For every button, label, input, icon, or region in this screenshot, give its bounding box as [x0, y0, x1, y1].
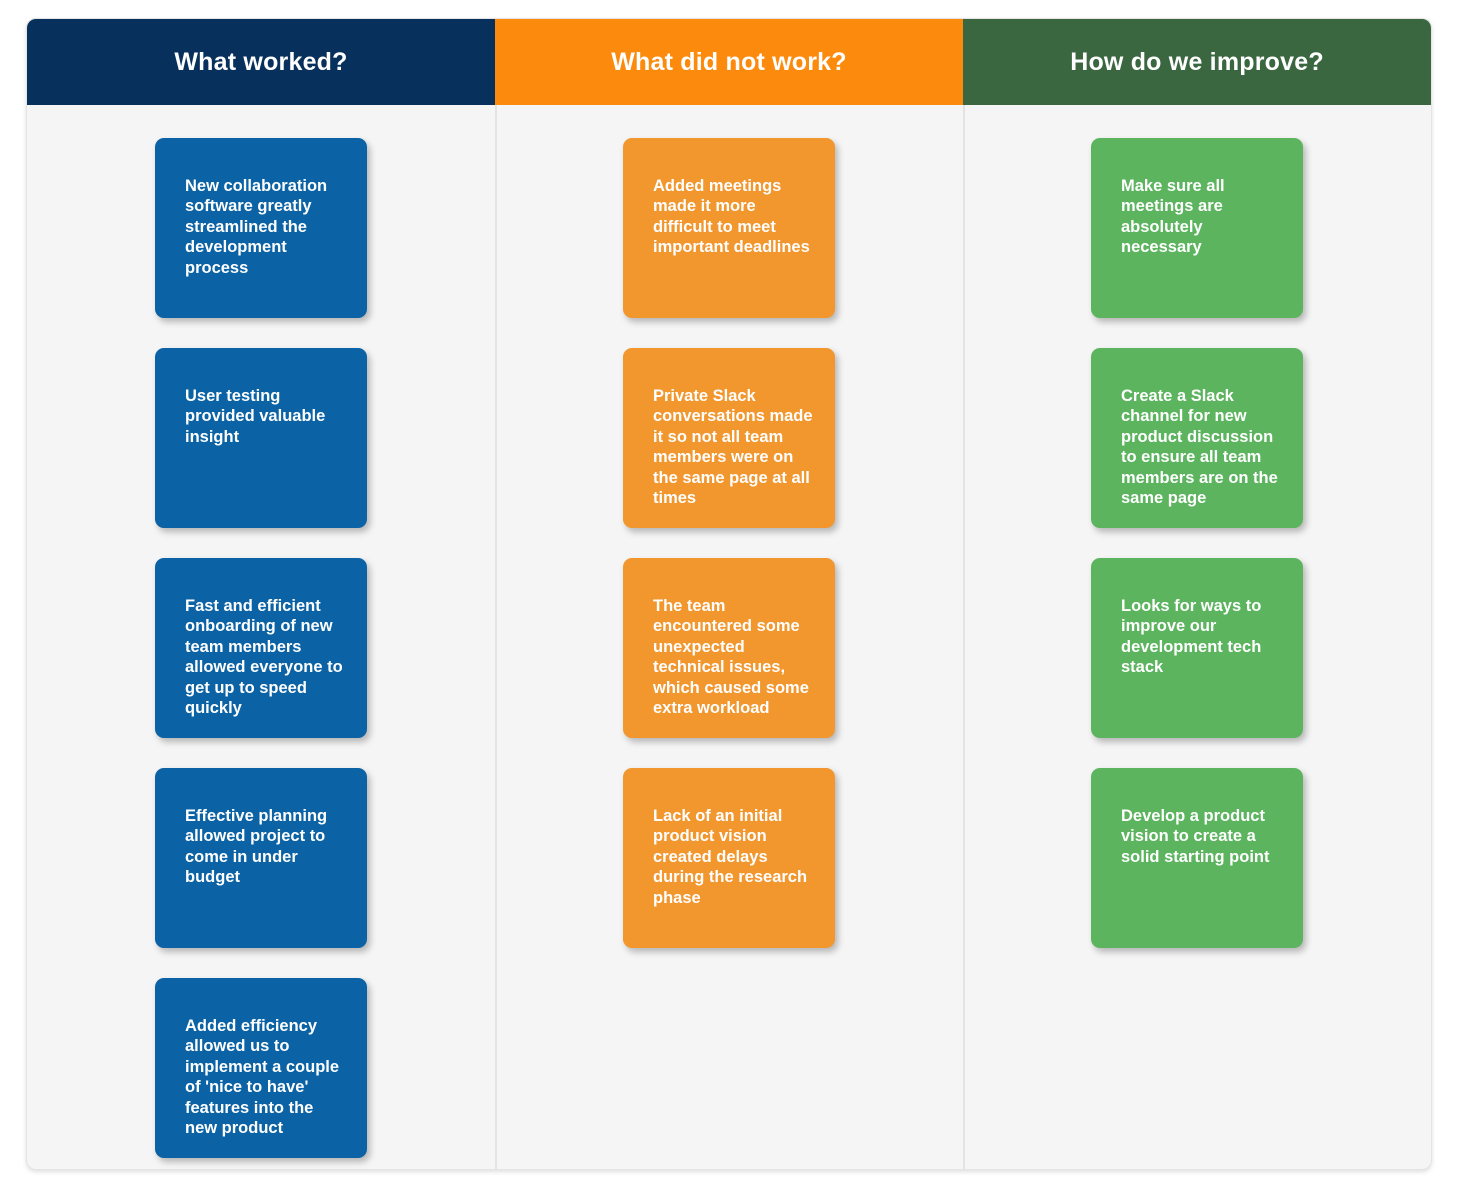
sticky-note-text: Looks for ways to improve our developmen…	[1121, 597, 1262, 677]
column-header-what-did-not-work: What did not work?	[495, 19, 963, 105]
retrospective-board: What worked? New collaboration software …	[26, 18, 1432, 1170]
sticky-note[interactable]: Lack of an initial product vision create…	[623, 768, 835, 948]
sticky-note-text: User testing provided valuable insight	[185, 387, 326, 446]
sticky-note[interactable]: Make sure all meetings are absolutely ne…	[1091, 138, 1303, 318]
sticky-note[interactable]: Effective planning allowed project to co…	[155, 768, 367, 948]
sticky-note-text: Effective planning allowed project to co…	[185, 807, 328, 887]
sticky-note[interactable]: New collaboration software greatly strea…	[155, 138, 367, 318]
column-cards-how-do-we-improve: Make sure all meetings are absolutely ne…	[963, 105, 1431, 1169]
board-columns: What worked? New collaboration software …	[27, 19, 1431, 1169]
sticky-note[interactable]: Added efficiency allowed us to implement…	[155, 978, 367, 1158]
sticky-note[interactable]: The team encountered some unexpected tec…	[623, 558, 835, 738]
column-title: How do we improve?	[1070, 47, 1324, 76]
column-cards-what-did-not-work: Added meetings made it more difficult to…	[495, 105, 963, 1169]
column-cards-what-worked: New collaboration software greatly strea…	[27, 105, 495, 1169]
sticky-note-text: Private Slack conversations made it so n…	[653, 387, 813, 508]
sticky-note-text: New collaboration software greatly strea…	[185, 177, 328, 277]
column-header-how-do-we-improve: How do we improve?	[963, 19, 1431, 105]
sticky-note[interactable]: Private Slack conversations made it so n…	[623, 348, 835, 528]
sticky-note[interactable]: Develop a product vision to create a sol…	[1091, 768, 1303, 948]
sticky-note-text: Create a Slack channel for new product d…	[1121, 387, 1278, 508]
column-title: What did not work?	[611, 47, 847, 76]
sticky-note[interactable]: Create a Slack channel for new product d…	[1091, 348, 1303, 528]
sticky-note[interactable]: User testing provided valuable insight	[155, 348, 367, 528]
column-what-did-not-work: What did not work? Added meetings made i…	[495, 19, 963, 1169]
sticky-note-text: Develop a product vision to create a sol…	[1121, 807, 1270, 866]
column-how-do-we-improve: How do we improve? Make sure all meeting…	[963, 19, 1431, 1169]
sticky-note-text: Added efficiency allowed us to implement…	[185, 1017, 340, 1138]
sticky-note[interactable]: Looks for ways to improve our developmen…	[1091, 558, 1303, 738]
sticky-note-text: Lack of an initial product vision create…	[653, 807, 808, 907]
sticky-note-text: Fast and efficient onboarding of new tea…	[185, 597, 343, 718]
column-header-what-worked: What worked?	[27, 19, 495, 105]
sticky-note-text: Make sure all meetings are absolutely ne…	[1121, 177, 1225, 257]
sticky-note[interactable]: Added meetings made it more difficult to…	[623, 138, 835, 318]
sticky-note-text: Added meetings made it more difficult to…	[653, 177, 810, 257]
sticky-note-text: The team encountered some unexpected tec…	[653, 597, 809, 718]
column-what-worked: What worked? New collaboration software …	[27, 19, 495, 1169]
sticky-note[interactable]: Fast and efficient onboarding of new tea…	[155, 558, 367, 738]
column-title: What worked?	[174, 47, 348, 76]
